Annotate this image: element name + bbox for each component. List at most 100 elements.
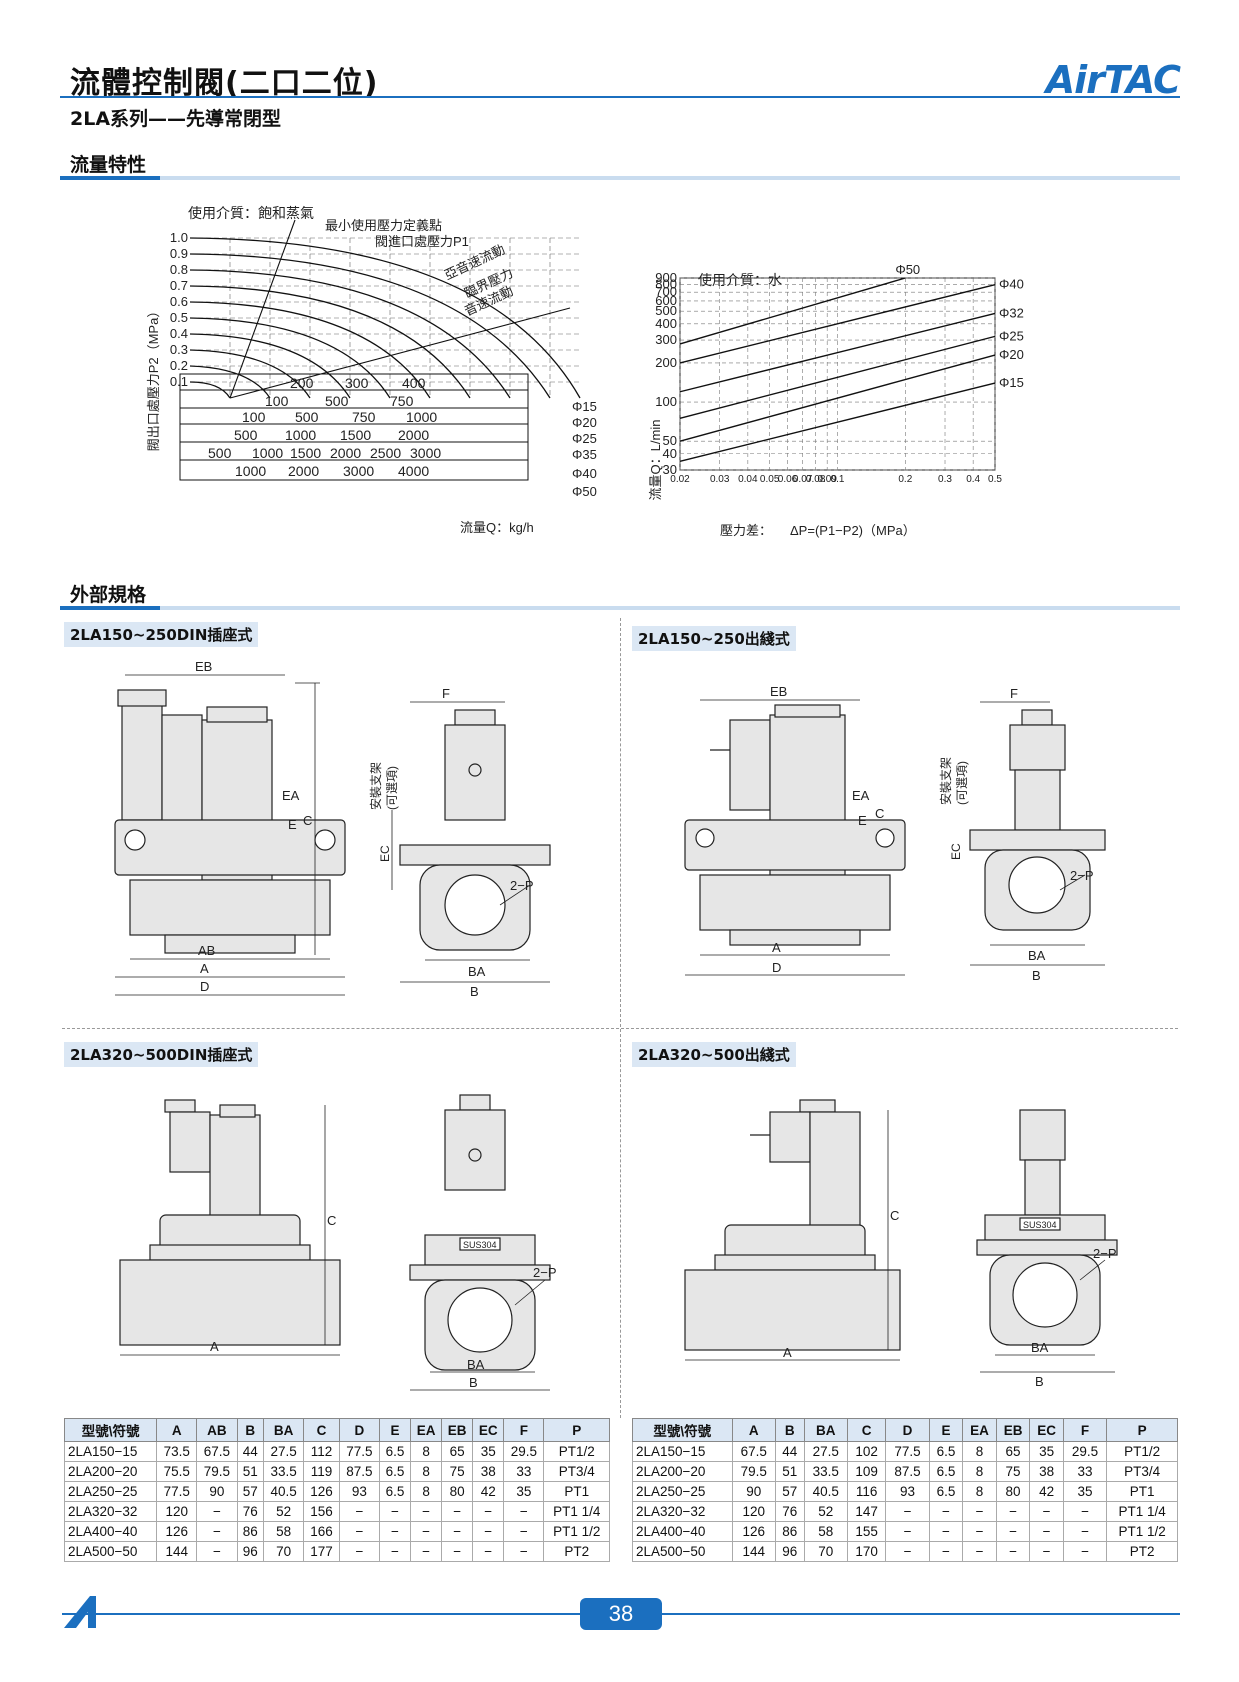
water-chart-svg: 使用介質：水 流量Q：L/min 壓力差： ΔP=(P1−P2)（MPa） 0.…	[648, 262, 1024, 538]
model-cell: 2LA200−20	[632, 1461, 733, 1482]
table-cell: 67.5	[196, 1441, 238, 1462]
table-cell: PT3/4	[543, 1461, 610, 1482]
table-cell: −	[1029, 1501, 1064, 1522]
table-cell: 44	[236, 1441, 265, 1462]
dim-E: E	[288, 817, 297, 832]
dim-F: F	[442, 686, 450, 701]
table-cell: −	[885, 1521, 930, 1542]
steam-scale-label: 1500	[340, 427, 371, 443]
steam-size-label: Φ35	[572, 447, 597, 462]
table-cell: 35	[1029, 1441, 1064, 1462]
table-cell: 73.5	[156, 1441, 198, 1462]
steam-scale-label: 750	[352, 409, 376, 425]
steam-chart-ylabel: 閥出口處壓力P2（MPa）	[146, 305, 161, 452]
valve-drawing-din-small-side: F 安裝支架 (可選項) EC 2−P BA B	[368, 686, 570, 1015]
dim-A: A	[772, 940, 781, 955]
table-cell: 90	[731, 1481, 776, 1502]
table-header-cell: B	[774, 1418, 805, 1442]
steam-scale-label: 1500	[290, 445, 321, 461]
water-x-tick: 0.08	[806, 474, 826, 485]
steam-y-tick: 0.9	[170, 246, 188, 261]
table-cell: 87.5	[338, 1461, 380, 1482]
dim-P: 2−P	[1093, 1246, 1117, 1261]
steam-scale-label: 500	[325, 393, 349, 409]
table-cell: 79.5	[196, 1461, 238, 1482]
table-cell: PT1 1/2	[1106, 1521, 1178, 1542]
valve-svg: F 安裝支架 (可選項) EC 2−P BA B	[938, 686, 1106, 983]
table-cell: 155	[846, 1521, 887, 1542]
section-bar-light	[160, 176, 1180, 180]
table-cell: 177	[303, 1541, 340, 1562]
water-x-tick: 0.04	[738, 474, 758, 485]
table-cell: 86	[774, 1521, 805, 1542]
table-cell: 67.5	[731, 1441, 776, 1462]
table-cell: −	[196, 1541, 238, 1562]
dim-C: C	[875, 806, 884, 821]
table-cell: −	[1029, 1541, 1064, 1562]
water-y-tick: 200	[655, 355, 677, 370]
water-x-tick: 0.02	[670, 474, 690, 485]
dim-D: D	[200, 979, 209, 994]
panel-label-2: 2LA150~250出綫式	[632, 626, 796, 651]
table-cell: 144	[156, 1541, 198, 1562]
water-x-tick: 0.06	[778, 474, 798, 485]
table-cell: 33.5	[803, 1461, 848, 1482]
table-cell: PT1	[1106, 1481, 1178, 1502]
table-cell: 126	[156, 1521, 198, 1542]
valve-svg: SUS304 2−P BA B	[409, 1094, 557, 1391]
table-cell: −	[378, 1501, 412, 1522]
steam-size-label: Φ20	[572, 415, 597, 430]
table-cell: −	[441, 1501, 474, 1522]
table-cell: 57	[774, 1481, 805, 1502]
table-cell: 109	[846, 1461, 887, 1482]
table-cell: −	[472, 1521, 505, 1542]
steam-ann-min-pressure: 最小使用壓力定義點	[325, 218, 442, 233]
water-x-tick: 0.4	[966, 474, 980, 485]
table-cell: 147	[846, 1501, 887, 1522]
dim-A: A	[210, 1339, 219, 1354]
table-cell: 170	[846, 1541, 887, 1562]
steam-scale-label: 100	[265, 393, 289, 409]
table-cell: 77.5	[885, 1441, 930, 1462]
section-bar-light	[160, 606, 1180, 610]
water-y-tick: 300	[655, 332, 677, 347]
sus-label: SUS304	[463, 1240, 497, 1250]
dim-C: C	[890, 1208, 899, 1223]
table-cell: −	[1029, 1521, 1064, 1542]
table-cell: 52	[803, 1501, 848, 1522]
table-cell: −	[995, 1501, 1031, 1522]
table-cell: 112	[303, 1441, 340, 1462]
table-cell: 27.5	[263, 1441, 305, 1462]
table-cell: 119	[303, 1461, 340, 1482]
table-header-cell: 型號\符號	[63, 1418, 158, 1442]
table-cell: 77.5	[338, 1441, 380, 1462]
steam-size-label: Φ50	[572, 484, 597, 499]
table-cell: 8	[410, 1441, 443, 1462]
dim-BA: BA	[1031, 1340, 1049, 1355]
table-cell: −	[410, 1501, 443, 1522]
table-header-cell: D	[338, 1418, 380, 1442]
water-y-tick: 40	[663, 446, 677, 461]
steam-ann-p1: 閥進口處壓力P1	[375, 234, 469, 249]
table-cell: 75	[995, 1461, 1031, 1482]
table-header-cell: AB	[196, 1418, 238, 1442]
table-cell: −	[441, 1521, 474, 1542]
water-x-tick: 0.03	[710, 474, 730, 485]
table-cell: 93	[885, 1481, 930, 1502]
table-cell: 27.5	[803, 1441, 848, 1462]
water-chart-xformula: ΔP=(P1−P2)（MPa）	[790, 523, 916, 538]
table-cell: 80	[441, 1481, 474, 1502]
steam-scale-label: 1000	[252, 445, 283, 461]
water-y-tick: 600	[655, 293, 677, 308]
table-cell: −	[962, 1541, 997, 1562]
dim-EA: EA	[282, 788, 300, 803]
table-cell: 120	[731, 1501, 776, 1522]
table-cell: 70	[263, 1541, 305, 1562]
